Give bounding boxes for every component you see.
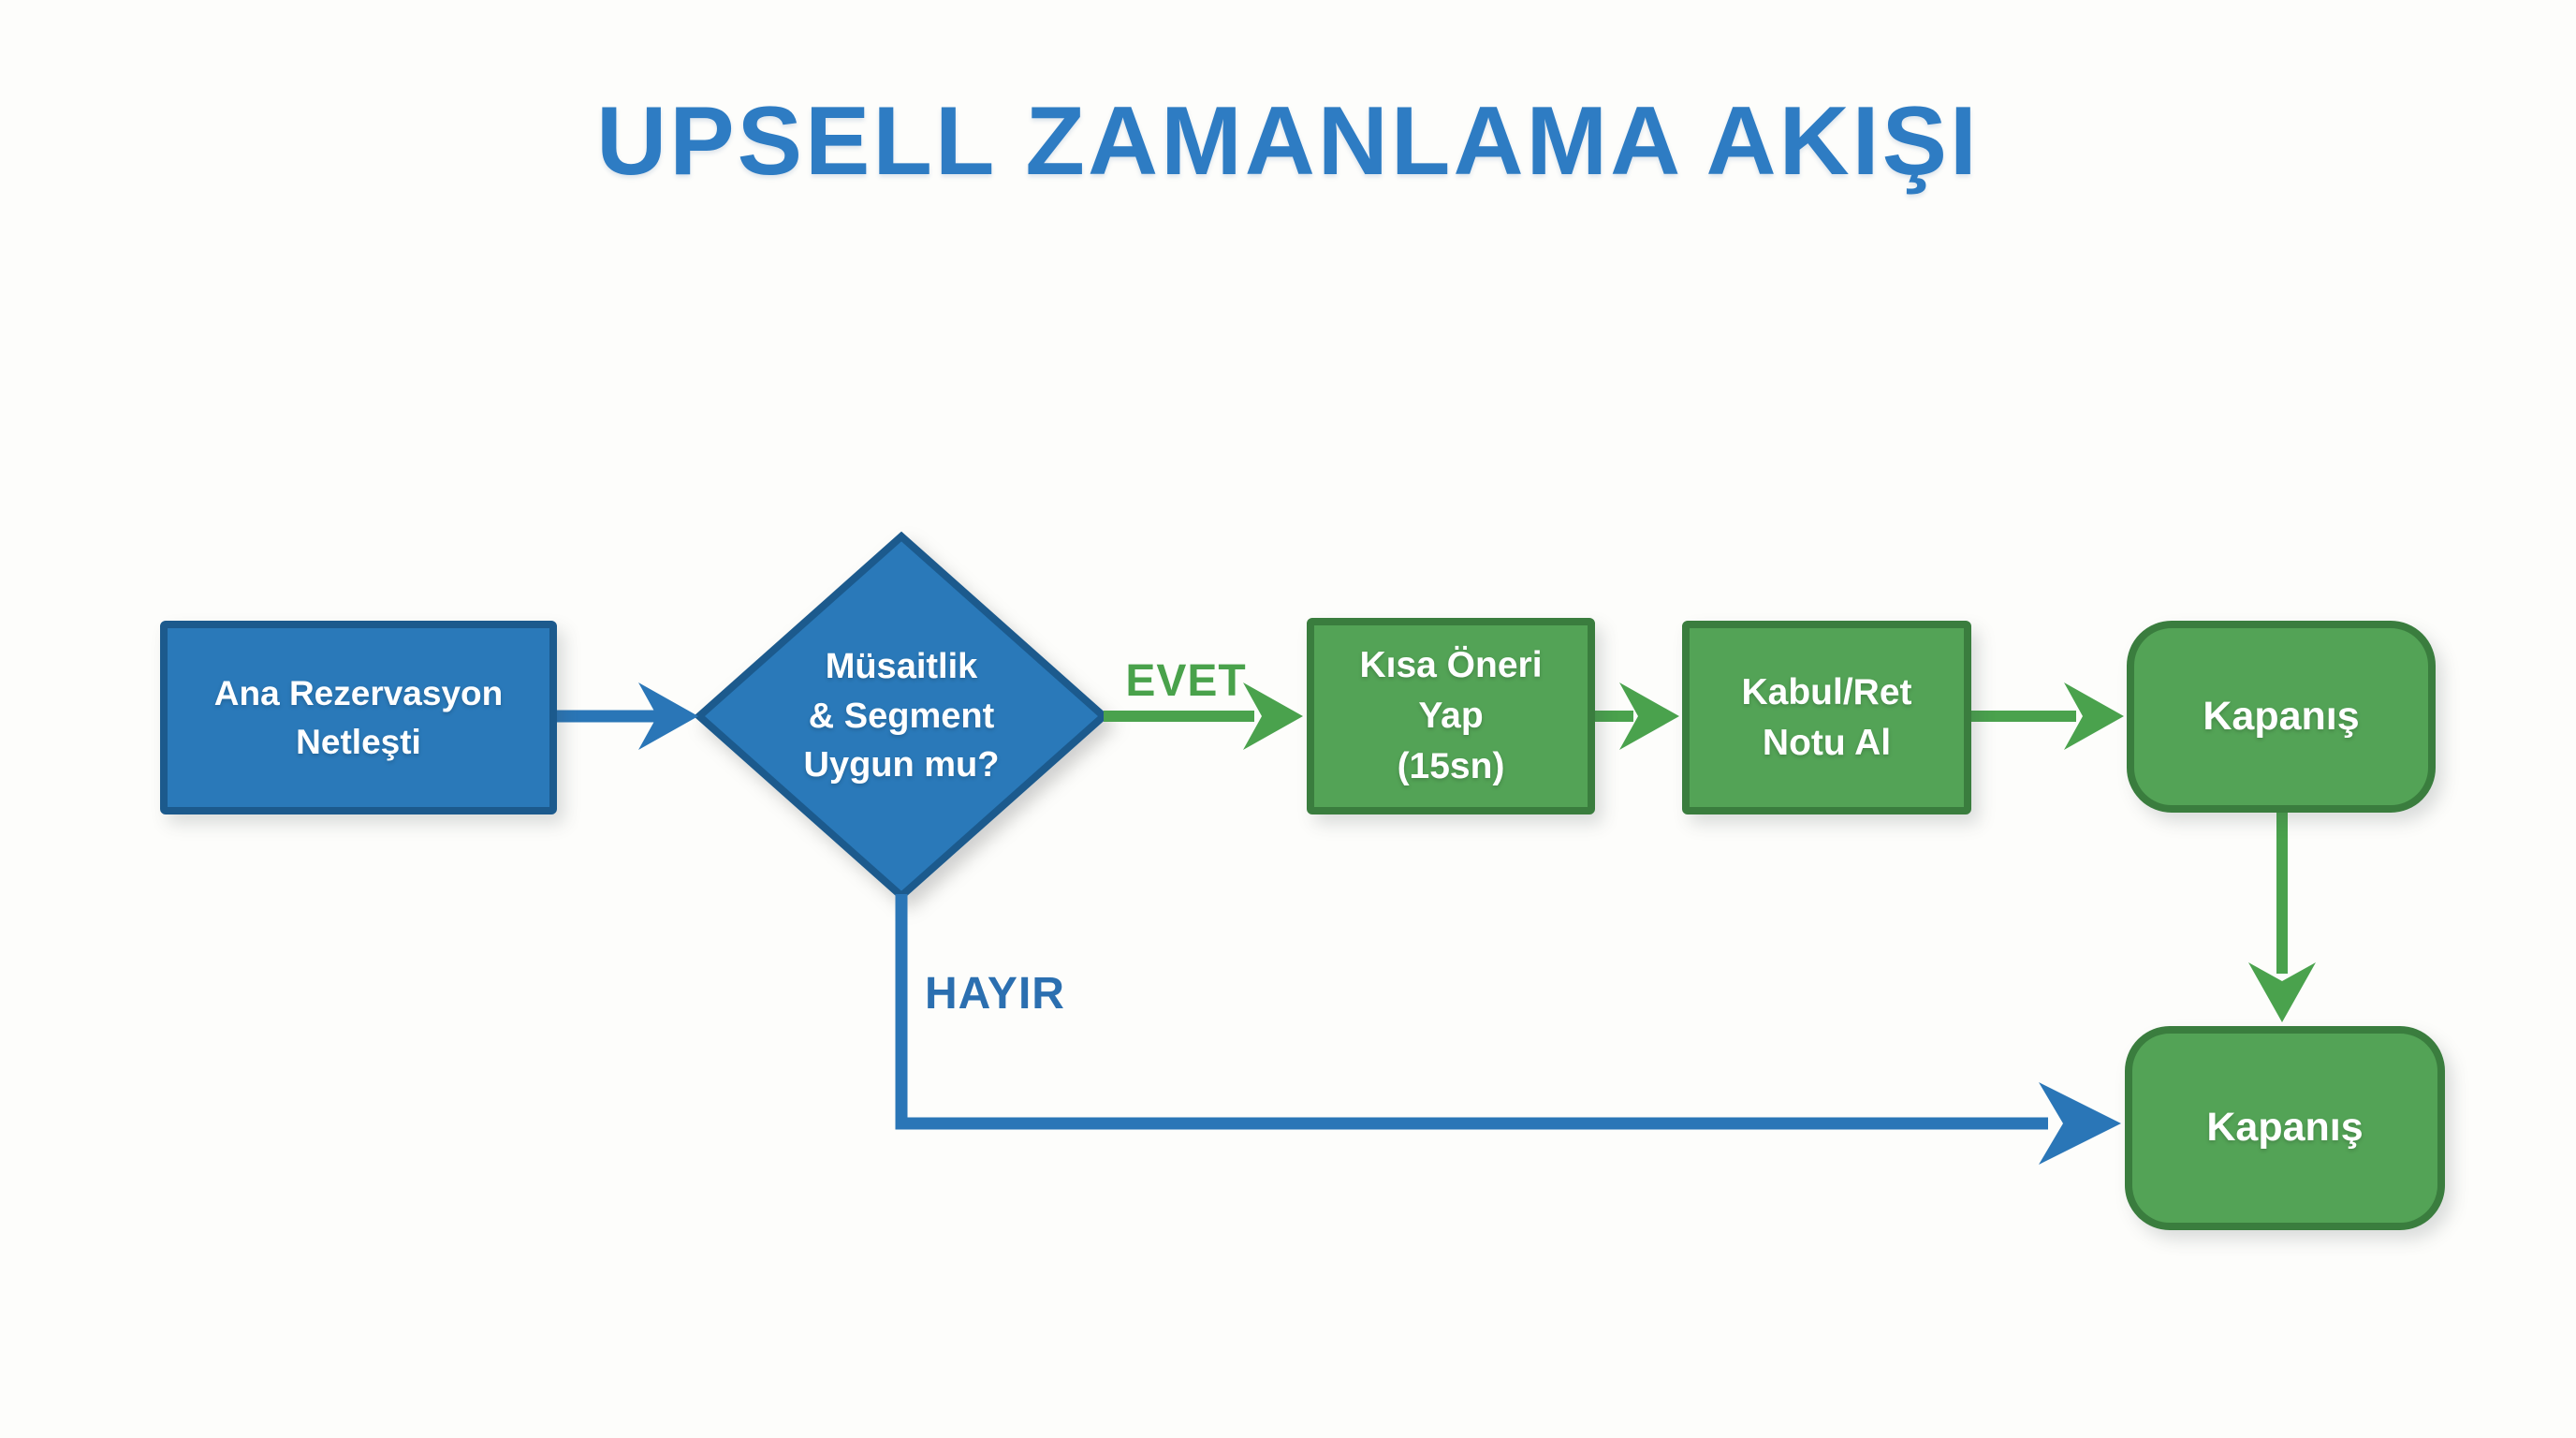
node-offer: Kısa Öneri Yap (15sn) (1307, 618, 1595, 814)
edge-yes-label: EVET (1125, 656, 1247, 706)
edge-yes-arrowhead-icon (1243, 682, 1303, 750)
edge-no-polyline (895, 894, 2048, 1130)
node-close-top-label: Kapanış (2203, 693, 2360, 739)
node-note-label-line2: Notu Al (1762, 722, 1892, 763)
node-offer-label-line2: Yap (1418, 696, 1484, 737)
edge-start-decision-arrowhead-icon (638, 682, 698, 750)
node-close-bottom: Kapanış (2125, 1026, 2445, 1230)
node-note-label-line1: Kabul/Ret (1741, 671, 1912, 712)
node-start-label-line2: Netleşti (296, 722, 421, 761)
node-close-bottom-label: Kapanış (2206, 1105, 2364, 1151)
node-offer-label-line1: Kısa Öneri (1359, 645, 1543, 686)
edge-offer-note-arrowhead-icon (1619, 682, 1679, 750)
node-decision-label-line3: Uygun mu? (803, 745, 1000, 785)
node-decision-label-line2: & Segment (808, 696, 995, 736)
node-decision-label: Müsaitlik & Segment Uygun mu? (749, 620, 1054, 813)
node-offer-label-line3: (15sn) (1397, 745, 1505, 786)
node-start: Ana Rezervasyon Netleşti (160, 621, 557, 814)
node-decision-label-line1: Müsaitlik (825, 647, 978, 687)
node-note: Kabul/Ret Notu Al (1682, 621, 1971, 814)
edge-no-arrowhead-icon (2039, 1082, 2121, 1165)
page-title: UPSELL ZAMANLAMA AKIŞI (596, 87, 1980, 196)
node-close-top: Kapanış (2127, 621, 2436, 813)
node-start-label-line1: Ana Rezervasyon (213, 674, 504, 713)
edge-no-label: HAYIR (925, 969, 1065, 1019)
edge-close-close-arrowhead-icon (2248, 962, 2316, 1022)
edge-note-close-arrowhead-icon (2064, 682, 2124, 750)
